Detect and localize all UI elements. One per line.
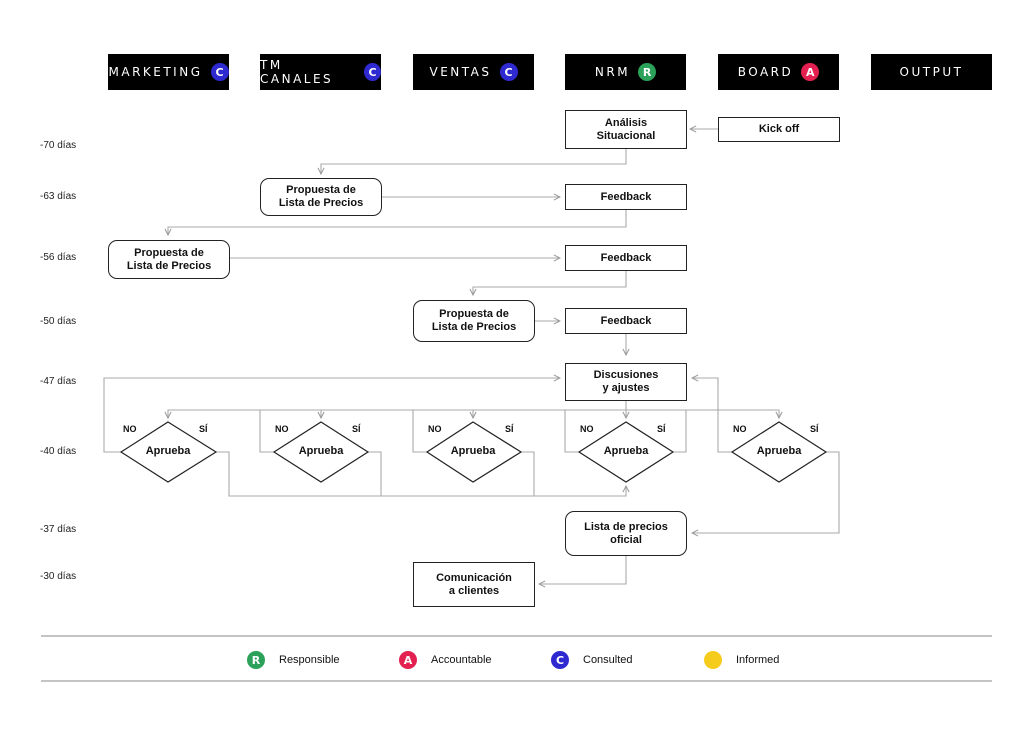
kickoff-node: Kick off [718, 117, 840, 142]
branch-si-label: SÍ [352, 424, 361, 434]
column-header-marketing: MARKETING C [108, 54, 229, 90]
connector [473, 270, 627, 295]
consulted-badge-icon: C [210, 63, 229, 81]
decision-label: Aprueba [298, 445, 344, 457]
connector [673, 410, 687, 453]
column-header-tm-canales: TM CANALES C [260, 54, 381, 90]
column-header-nrm: NRM R [565, 54, 686, 90]
decision-label: Aprueba [603, 445, 649, 457]
decision-label: Aprueba [145, 445, 191, 457]
connector [368, 451, 382, 496]
connector [168, 210, 627, 235]
consulted-badge-icon: C [499, 63, 518, 81]
decision-diamond [272, 421, 370, 483]
connector [321, 149, 627, 174]
responsible-badge-icon: R [638, 63, 657, 81]
column-label: OUTPUT [899, 65, 964, 79]
column-header-board: BOARD A [718, 54, 839, 90]
propuesta-tm-canales-node: Propuesta de Lista de Precios [260, 178, 382, 216]
consulted-badge-icon: C [551, 651, 569, 669]
branch-no-label: NO [428, 424, 442, 434]
feedback-node: Feedback [565, 245, 687, 271]
row-label: -56 días [40, 252, 77, 263]
connector [692, 451, 840, 533]
connector [717, 410, 732, 453]
lista-precios-oficial-node: Lista de precios oficial [565, 511, 687, 556]
row-label: -50 días [40, 316, 77, 327]
legend-label: Accountable [431, 654, 492, 666]
branch-si-label: SÍ [810, 424, 819, 434]
row-label: -63 días [40, 191, 77, 202]
connector [216, 451, 626, 497]
connector [692, 378, 719, 410]
feedback-node: Feedback [565, 308, 687, 334]
propuesta-marketing-node: Propuesta de Lista de Precios [108, 240, 230, 279]
propuesta-ventas-node: Propuesta de Lista de Precios [413, 300, 535, 342]
connector [412, 410, 427, 453]
legend-item-consulted: C Consulted [551, 651, 633, 669]
comunicacion-clientes-node: Comunicación a clientes [413, 562, 535, 607]
decision-diamond [119, 421, 218, 483]
connector [564, 410, 579, 453]
legend-item-informed: Informed [704, 651, 779, 669]
column-label: MARKETING [108, 65, 203, 79]
branch-no-label: NO [123, 424, 137, 434]
connector [521, 451, 535, 496]
legend-label: Informed [736, 654, 780, 666]
row-label: -30 días [40, 571, 77, 582]
legend-label: Responsible [279, 654, 340, 666]
decision-label: Aprueba [450, 445, 496, 457]
column-label: VENTAS [429, 65, 492, 79]
accountable-badge-icon: A [399, 651, 417, 669]
legend-label: Consulted [583, 654, 633, 666]
decision-diamond [425, 421, 523, 483]
legend-item-accountable: A Accountable [399, 651, 492, 669]
discusiones-ajustes-node: Discusiones y ajustes [565, 363, 687, 401]
connector [168, 401, 627, 418]
column-header-ventas: VENTAS C [413, 54, 534, 90]
decision-diamond [577, 421, 675, 483]
responsible-badge-icon: R [247, 651, 265, 669]
feedback-node: Feedback [565, 184, 687, 210]
branch-si-label: SÍ [505, 424, 514, 434]
branch-si-label: SÍ [199, 424, 208, 434]
row-label: -47 días [40, 376, 77, 387]
analisis-situacional-node: Análisis Situacional [565, 110, 687, 149]
informed-badge-icon [704, 651, 722, 669]
column-label: NRM [594, 65, 631, 79]
connector [103, 378, 560, 453]
consulted-badge-icon: C [364, 63, 381, 81]
branch-no-label: NO [733, 424, 747, 434]
row-label: -40 días [40, 446, 77, 457]
column-header-output: OUTPUT [871, 54, 992, 90]
connector [259, 410, 274, 453]
decision-label: Aprueba [756, 445, 802, 457]
row-label: -37 días [40, 524, 77, 535]
branch-no-label: NO [275, 424, 289, 434]
connector [539, 556, 627, 584]
branch-si-label: SÍ [657, 424, 666, 434]
decision-diamond [730, 421, 828, 483]
row-label: -70 días [40, 140, 77, 151]
accountable-badge-icon: A [801, 63, 820, 81]
connector [626, 409, 779, 418]
column-label: TM CANALES [260, 58, 334, 86]
legend-item-responsible: R Responsible [247, 651, 340, 669]
column-label: BOARD [737, 65, 794, 79]
branch-no-label: NO [580, 424, 594, 434]
